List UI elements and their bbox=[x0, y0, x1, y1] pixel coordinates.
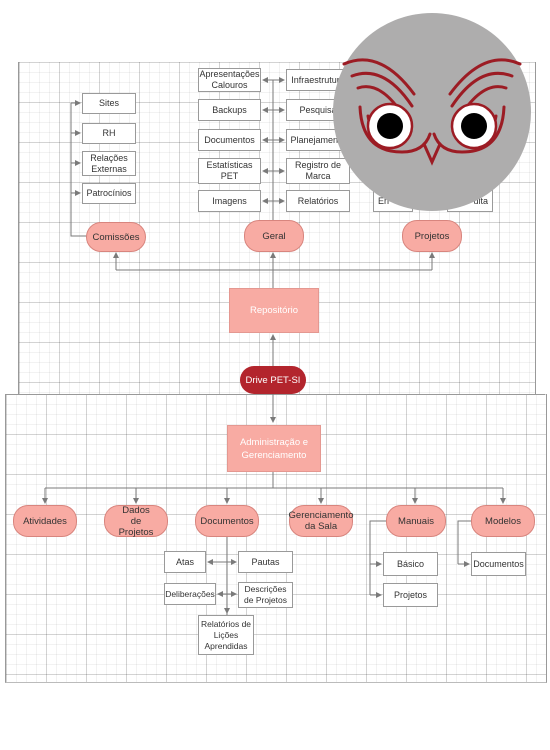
node-sites[interactable]: Sites bbox=[82, 93, 136, 114]
owl-eyes-icon bbox=[333, 13, 531, 211]
node-projetos[interactable]: Projetos bbox=[402, 220, 462, 252]
edge-admin-bus bbox=[45, 472, 503, 489]
node-relatorios-geral[interactable]: Relatórios bbox=[286, 190, 350, 212]
node-projetos-manual[interactable]: Projetos bbox=[383, 583, 438, 607]
node-patrocinios[interactable]: Patrocínios bbox=[82, 183, 136, 204]
node-dados-de-projetos[interactable]: Dados de Projetos bbox=[104, 505, 168, 538]
node-deliberacoes[interactable]: Deliberações bbox=[164, 583, 216, 605]
node-atas[interactable]: Atas bbox=[164, 551, 206, 573]
node-comissoes[interactable]: Comissões bbox=[86, 222, 146, 252]
edge-manuais-trunk bbox=[369, 520, 386, 595]
node-apresentacoes-calouros[interactable]: Apresentações Calouros bbox=[198, 68, 261, 92]
node-manuais[interactable]: Manuais bbox=[386, 505, 446, 537]
node-atividades[interactable]: Atividades bbox=[13, 505, 77, 537]
edge-repo-bus bbox=[116, 269, 432, 288]
node-drive-pet-si[interactable]: Drive PET-SI bbox=[240, 366, 306, 394]
node-administracao-gerenciamento[interactable]: Administração e Gerenciamento bbox=[227, 425, 321, 472]
edge-modelos-trunk bbox=[457, 520, 471, 564]
node-relacoes-externas[interactable]: Relações Externas bbox=[82, 151, 136, 176]
node-documentos-modelo[interactable]: Documentos bbox=[471, 552, 526, 576]
diagram-canvas-bottom bbox=[5, 394, 547, 683]
node-rh[interactable]: RH bbox=[82, 123, 136, 144]
node-gerenciamento-da-sala[interactable]: Gerenciamento da Sala bbox=[289, 505, 353, 537]
node-imagens[interactable]: Imagens bbox=[198, 190, 261, 212]
node-modelos[interactable]: Modelos bbox=[471, 505, 535, 537]
node-pautas[interactable]: Pautas bbox=[238, 551, 293, 573]
node-basico[interactable]: Básico bbox=[383, 552, 438, 576]
page-separator bbox=[5, 394, 545, 395]
node-registro-de-marca[interactable]: Registro de Marca bbox=[286, 158, 350, 184]
node-documentos[interactable]: Documentos bbox=[195, 505, 259, 537]
node-documentos-geral[interactable]: Documentos bbox=[198, 129, 261, 151]
node-geral[interactable]: Geral bbox=[244, 220, 304, 252]
node-repositorio[interactable]: Repositório bbox=[229, 288, 319, 333]
node-descricoes-de-projetos[interactable]: Descrições de Projetos bbox=[238, 582, 293, 608]
node-estatisticas-pet[interactable]: Estatísticas PET bbox=[198, 158, 261, 184]
node-backups[interactable]: Backups bbox=[198, 99, 261, 121]
node-relatorios-licoes-aprendidas[interactable]: Relatórios de Lições Aprendidas bbox=[198, 615, 254, 655]
